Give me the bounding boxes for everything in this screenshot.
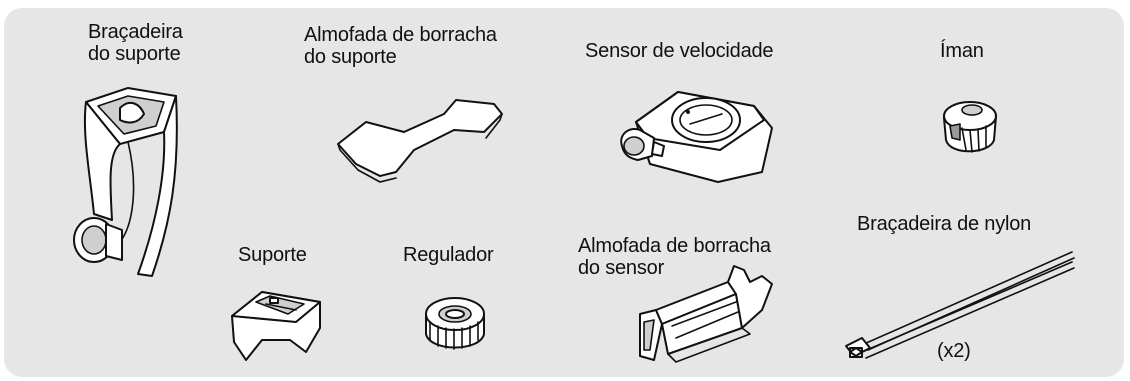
bracket-band-illustration xyxy=(68,84,203,284)
bracket-label: Suporte xyxy=(238,244,307,266)
nylon-tie-quantity: (x2) xyxy=(937,340,971,362)
bracket-rubber-pad-label: Almofada de borracha do suporte xyxy=(304,24,497,68)
parts-panel xyxy=(4,8,1124,377)
bracket-band-label: Braçadeira do suporte xyxy=(88,21,183,65)
sensor-rubber-pad-illustration xyxy=(632,264,782,364)
magnet-label: Íman xyxy=(940,40,984,62)
sensor-rubber-pad-label-line1: Almofada de borracha xyxy=(578,235,771,257)
speed-sensor-label: Sensor de velocidade xyxy=(585,40,774,62)
sensor-rubber-pad-label-line2: do sensor xyxy=(578,257,665,279)
sensor-rubber-pad-label: Almofada de borracha do sensor xyxy=(578,235,771,279)
nylon-tie-illustration xyxy=(840,244,1080,364)
dial-label: Regulador xyxy=(403,244,494,266)
bracket-rubber-pad-label-line2: do suporte xyxy=(304,46,397,68)
magnet-illustration xyxy=(938,96,1002,158)
speed-sensor-illustration xyxy=(614,86,776,186)
rubber-pad-illustration xyxy=(334,92,504,188)
bracket-rubber-pad-label-line1: Almofada de borracha xyxy=(304,24,497,46)
dial-illustration xyxy=(420,290,490,358)
bracket-band-label-line1: Braçadeira xyxy=(88,21,183,43)
nylon-tie-label: Braçadeira de nylon xyxy=(857,213,1032,235)
bracket-band-label-line2: do suporte xyxy=(88,43,181,65)
bracket-illustration xyxy=(226,282,326,362)
